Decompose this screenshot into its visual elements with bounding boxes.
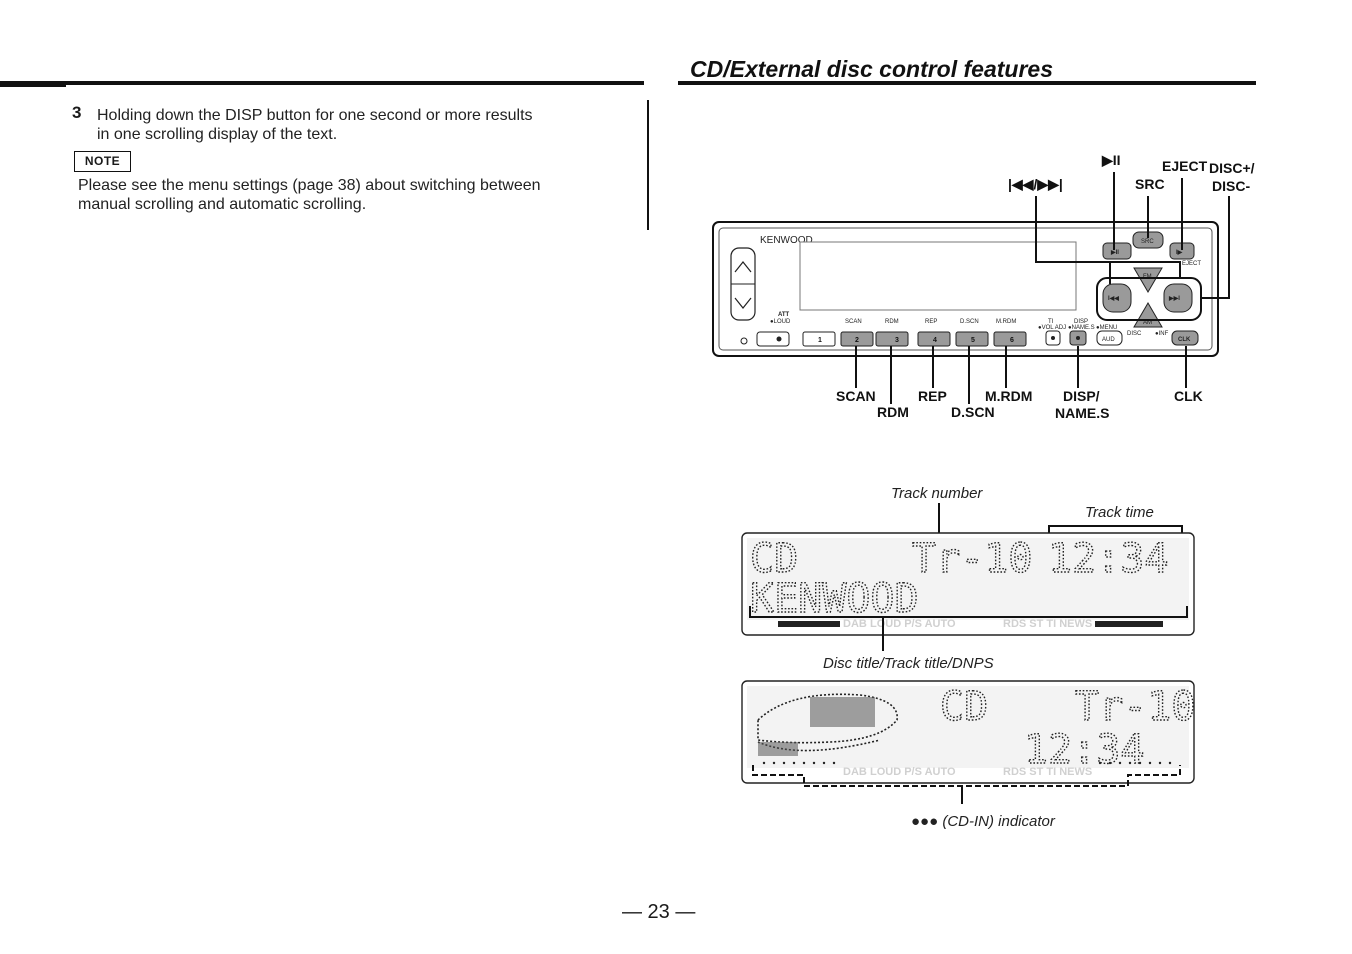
preset-label-mrdm: M.RDM <box>996 319 1016 325</box>
left-header-rule <box>0 81 644 85</box>
rdm-callout: RDM <box>877 404 909 420</box>
preset-label-rdm: RDM <box>885 319 899 325</box>
cd-in-indicator-dots <box>762 761 1172 765</box>
svg-text:1: 1 <box>818 337 822 344</box>
preset-button-2[interactable]: 2 <box>840 331 874 347</box>
svg-text:CLK: CLK <box>1178 337 1191 343</box>
lcd1-source: CD <box>750 536 798 582</box>
clk-callout: CLK <box>1174 388 1203 404</box>
loud-label: ●LOUD <box>770 319 791 325</box>
track-time-label: Track time <box>1085 504 1154 521</box>
lcd1-time: 12:34 <box>1048 536 1168 582</box>
head-unit-diagram: KENWOOD ATT ●LOUD SCAN RDM REP D.SCN M.R… <box>712 221 1219 357</box>
note-text-line2: manual scrolling and automatic scrolling… <box>78 196 367 213</box>
preset-label-rep: REP <box>925 319 937 325</box>
lcd1-status-right: RDS ST TI NEWS <box>1003 618 1092 630</box>
note-text-line1: Please see the menu settings (page 38) a… <box>78 177 541 194</box>
step-text-line2: in one scrolling display of the text. <box>97 126 338 143</box>
lcd2-status-right: RDS ST TI NEWS <box>1003 766 1092 778</box>
right-header-rule <box>678 81 1256 85</box>
column-divider <box>647 100 649 230</box>
att-label: ATT <box>778 312 790 318</box>
left-header-rule-thick <box>0 81 66 87</box>
track-number-label: Track number <box>891 485 983 502</box>
scan-callout: SCAN <box>836 388 876 404</box>
inf-small-label: ●INF <box>1155 331 1169 337</box>
svg-text:2: 2 <box>855 337 859 344</box>
preset-label-scan: SCAN <box>845 319 862 325</box>
lcd2-time: 12:34 <box>1024 727 1144 773</box>
lcd2-source: CD <box>940 684 988 730</box>
aud-button[interactable]: AUD <box>1096 330 1123 346</box>
unit-inner-frame <box>718 227 1213 351</box>
eject-icon: I▶ <box>1176 249 1183 256</box>
att-button[interactable] <box>756 331 790 347</box>
volume-up-icon <box>734 261 752 273</box>
rep-callout: REP <box>918 388 947 404</box>
clk-button[interactable]: CLK <box>1171 330 1199 346</box>
play-pause-callout: ▶II <box>1101 152 1121 168</box>
preset-button-3[interactable]: 3 <box>875 331 909 347</box>
mrdm-callout: M.RDM <box>985 388 1032 404</box>
src-small-label: SRC <box>1141 239 1154 245</box>
prev-track-button[interactable] <box>1102 283 1132 313</box>
lcd1-status-left: DAB <box>843 618 867 630</box>
skip-callout: |◀◀/▶▶| <box>1008 176 1063 192</box>
disp-callout: DISP/ <box>1063 388 1100 404</box>
vol-adj-label: ●VOL ADJ <box>1038 325 1066 331</box>
preset-button-5[interactable]: 5 <box>955 331 989 347</box>
next-track-button[interactable] <box>1163 283 1193 313</box>
svg-text:AUD: AUD <box>1102 337 1115 343</box>
bottom-callouts: SCAN RDM REP D.SCN M.RDM DISP/ NAME.S CL… <box>836 346 1203 421</box>
note-label: NOTE <box>74 151 131 172</box>
lcd-display-1: Track number Track time CD Tr-10 12:34 K… <box>741 485 1195 672</box>
svg-text:6: 6 <box>1010 337 1014 344</box>
preset-button-4[interactable]: 4 <box>917 331 951 347</box>
ti-label: TI <box>1048 319 1054 325</box>
disc-callout-2: DISC- <box>1212 178 1250 194</box>
names-small-label: ●NAME.S <box>1068 325 1095 331</box>
svg-text:3: 3 <box>895 337 899 344</box>
prev-track-icon: I◀◀ <box>1108 295 1119 302</box>
lcd1-track: Tr-10 <box>912 536 1032 582</box>
preset-button-1[interactable]: 1 <box>802 331 836 347</box>
menu-small-label: ●MENU <box>1096 325 1117 331</box>
fm-button[interactable] <box>1133 267 1163 293</box>
preset-label-dscn: D.SCN <box>960 319 979 325</box>
svg-text:5: 5 <box>971 337 975 344</box>
unit-display-window <box>799 241 1077 311</box>
disp-small-label: DISP <box>1074 319 1088 325</box>
lcd2-track: Tr-10 <box>1075 684 1195 730</box>
lcd-display-2: CD Tr-10 12:34 DAB LOUD P/S AUTO RDS ST … <box>741 680 1196 830</box>
preset-button-6[interactable]: 6 <box>993 331 1027 347</box>
cd-in-indicator-label: ●●● (CD-IN) indicator <box>911 813 1056 830</box>
unit-brand: KENWOOD <box>760 235 813 246</box>
lcd2-status-mid: LOUD P/S AUTO <box>870 766 956 778</box>
am-label: AM <box>1143 320 1152 326</box>
disc-title-label: Disc title/Track title/DNPS <box>823 655 994 672</box>
eject-small-label: EJECT <box>1182 261 1201 267</box>
disc-small-label: DISC <box>1127 331 1142 337</box>
src-callout: SRC <box>1135 176 1165 192</box>
lcd1-status-mid: LOUD P/S AUTO <box>870 618 956 630</box>
step-number: 3 <box>72 103 82 122</box>
disc-animation-graphic <box>757 693 898 756</box>
disc-callout: DISC+/ <box>1209 160 1255 176</box>
lcd1-title: KENWOOD <box>750 576 919 622</box>
dscn-callout: D.SCN <box>951 404 995 420</box>
section-title: CD/External disc control features <box>690 56 1053 82</box>
names-callout: NAME.S <box>1055 405 1109 421</box>
volume-down-icon <box>734 297 752 309</box>
svg-text:4: 4 <box>933 337 937 344</box>
play-pause-button[interactable] <box>1102 242 1132 260</box>
lcd2-status-left: DAB <box>843 766 867 778</box>
top-callouts: ▶II EJECT SRC DISC+/ DISC- |◀◀/▶▶| <box>1008 152 1255 299</box>
page-number: — 23 — <box>622 901 696 923</box>
play-pause-icon: ▶II <box>1110 249 1119 256</box>
step-text-line1: Holding down the DISP button for one sec… <box>97 107 533 124</box>
next-track-icon: ▶▶I <box>1168 295 1180 302</box>
reset-hole <box>740 337 748 345</box>
eject-callout: EJECT <box>1162 158 1208 174</box>
